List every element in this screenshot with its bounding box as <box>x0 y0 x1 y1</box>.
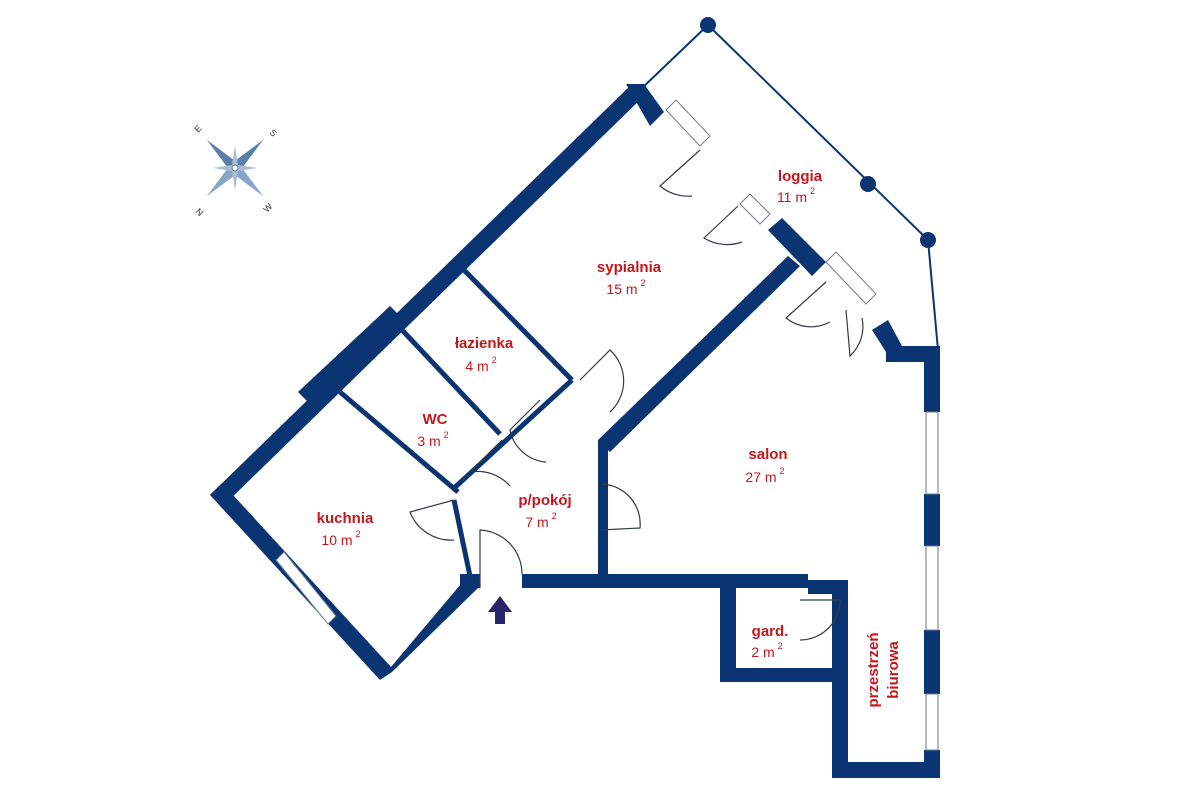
room-name: sypialnia <box>597 259 662 276</box>
room-name: p/pokój <box>518 492 571 509</box>
room-name: salon <box>748 446 787 463</box>
loggia-railing <box>639 17 939 351</box>
room-name: WC <box>423 411 448 428</box>
exterior-walls <box>210 84 940 778</box>
compass-n-label: N <box>194 206 206 218</box>
room-name: przestrzeń <box>865 632 882 707</box>
room-name-line2: biurowa <box>885 641 902 699</box>
room-name: kuchnia <box>317 510 374 527</box>
entrance-arrow-icon <box>488 596 512 624</box>
room-name: loggia <box>778 168 823 185</box>
interior-walls <box>298 256 800 580</box>
room-name: łazienka <box>455 335 514 352</box>
room-przestrzen-biurowa: przestrzeń biurowa <box>865 632 902 707</box>
compass-rose <box>206 139 264 197</box>
compass-e-label: E <box>192 123 203 134</box>
windows <box>275 99 939 751</box>
compass-w-label: W <box>261 201 274 214</box>
room-name: gard. <box>752 623 789 640</box>
compass-s-label: S <box>268 127 279 138</box>
doors <box>409 149 864 641</box>
